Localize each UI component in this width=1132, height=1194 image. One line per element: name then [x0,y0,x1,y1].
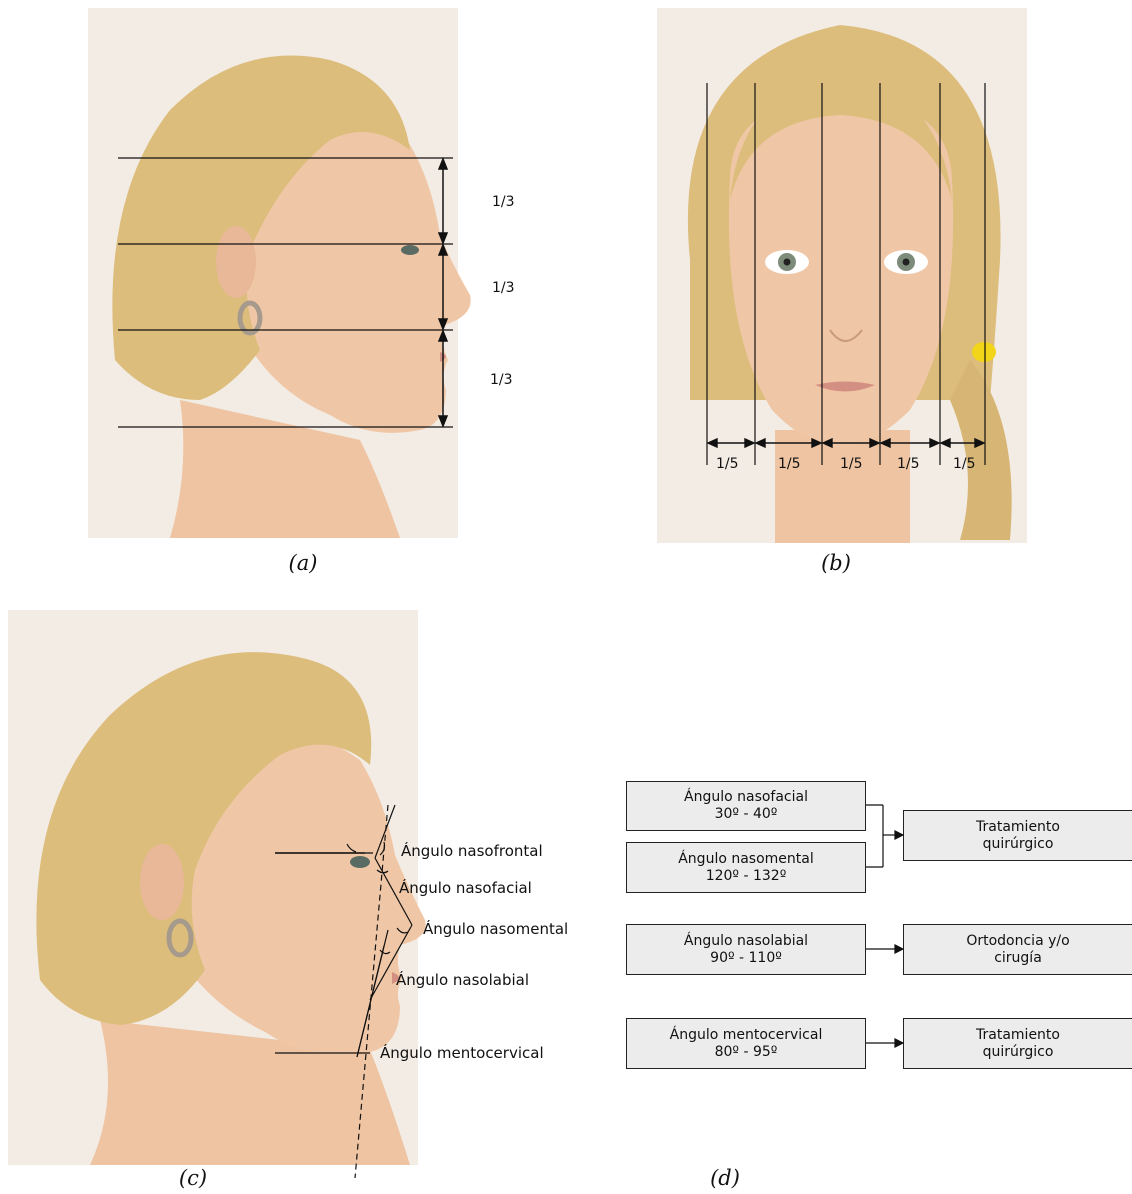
panel-d: Ángulo nasofacial 30º - 40º Ángulo nasom… [600,600,1132,1194]
caption-b: (b) [796,551,876,575]
caption-a: (a) [263,551,343,575]
fifth-label-5: 1/5 [953,456,976,472]
fifth-label-1: 1/5 [716,456,739,472]
caption-d: (d) [685,1166,765,1190]
fifth-label-3: 1/5 [840,456,863,472]
fifth-label-2: 1/5 [778,456,801,472]
panel-b: 1/5 1/5 1/5 1/5 1/5 (b) [600,0,1132,590]
profile-photo-a [88,8,471,538]
flow-connectors [600,600,1132,1194]
panel-b-figure: 1/5 1/5 1/5 1/5 1/5 [600,0,1132,590]
panel-c-construction [0,600,600,1194]
fifth-label-4: 1/5 [897,456,920,472]
third-label-lower: 1/3 [490,372,513,388]
panel-a-figure: 1/3 1/3 1/3 [0,0,560,590]
third-label-middle: 1/3 [492,280,515,296]
panel-a: 1/3 1/3 1/3 (a) [0,0,560,590]
third-label-upper: 1/3 [492,194,515,210]
